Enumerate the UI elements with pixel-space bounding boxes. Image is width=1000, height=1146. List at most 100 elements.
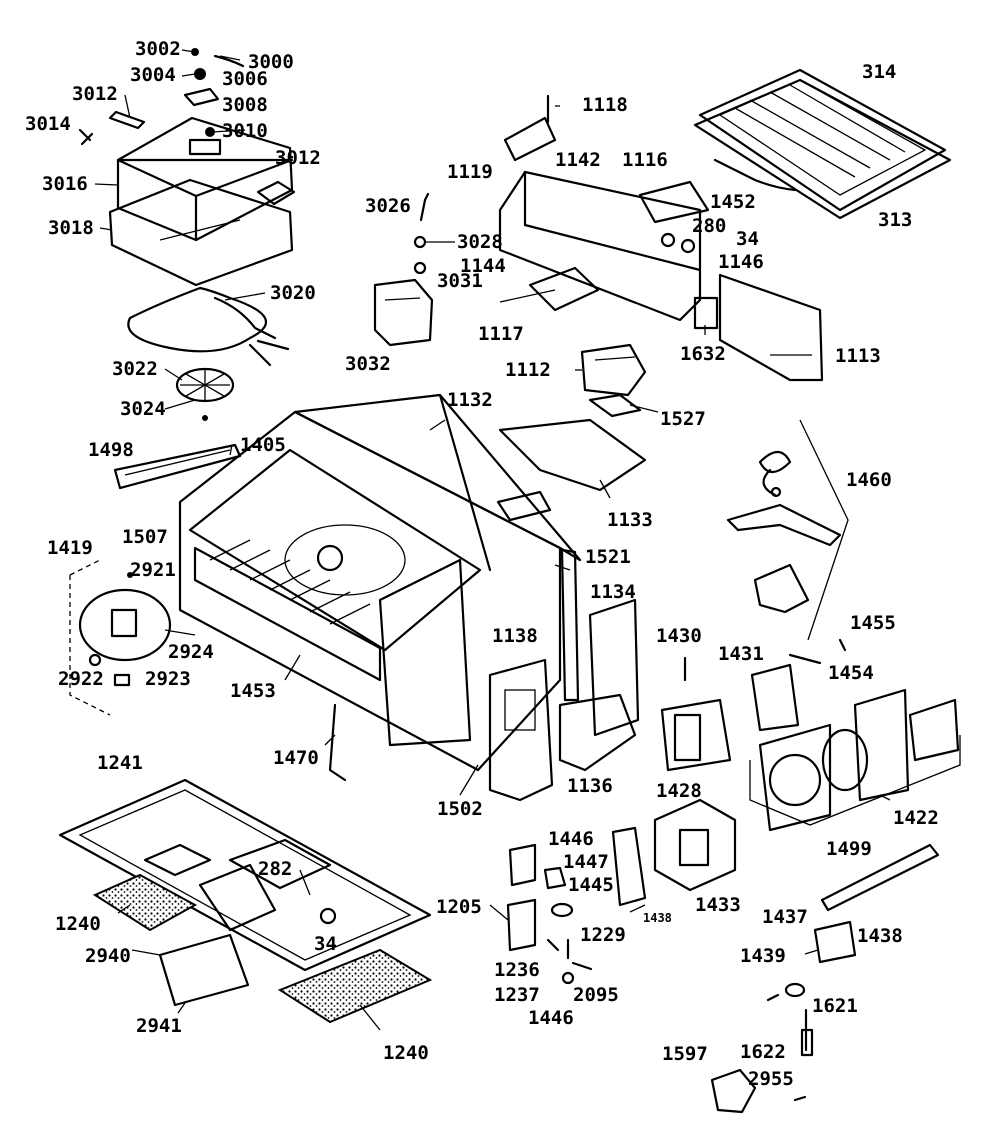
label-2922: 2922 xyxy=(58,668,104,690)
label-3008: 3008 xyxy=(222,94,268,116)
label-2923: 2923 xyxy=(145,668,191,690)
label-1455: 1455 xyxy=(850,612,896,634)
label-1138: 1138 xyxy=(492,625,538,647)
label-3002: 3002 xyxy=(135,38,181,60)
label-34-top: 34 xyxy=(736,228,759,250)
label-1240-left: 1240 xyxy=(55,913,101,935)
label-1521: 1521 xyxy=(585,546,631,568)
label-1470: 1470 xyxy=(273,747,319,769)
label-1428: 1428 xyxy=(656,780,702,802)
label-2095: 2095 xyxy=(573,984,619,1006)
label-1229: 1229 xyxy=(580,924,626,946)
part-labels: 3002 3000 3004 3006 3012 3008 3014 3010 … xyxy=(25,38,939,1090)
label-3010: 3010 xyxy=(222,120,268,142)
label-1437: 1437 xyxy=(762,906,808,928)
label-1460: 1460 xyxy=(846,469,892,491)
label-2921: 2921 xyxy=(130,559,176,581)
label-1116: 1116 xyxy=(622,149,668,171)
label-1119: 1119 xyxy=(447,161,493,183)
label-3031: 3031 xyxy=(437,270,483,292)
label-1452: 1452 xyxy=(710,191,756,213)
label-1527: 1527 xyxy=(660,408,706,430)
label-1144: 1144 xyxy=(460,255,506,277)
label-1438-small: 1438 xyxy=(643,911,672,925)
label-1132: 1132 xyxy=(447,389,493,411)
label-1446-top: 1446 xyxy=(548,828,594,850)
label-3020: 3020 xyxy=(270,282,316,304)
label-3012-side: 3012 xyxy=(275,147,321,169)
label-1502: 1502 xyxy=(437,798,483,820)
blower-assembly xyxy=(749,688,961,832)
label-1419: 1419 xyxy=(47,537,93,559)
label-1430: 1430 xyxy=(656,625,702,647)
label-3024: 3024 xyxy=(120,398,166,420)
heater-element xyxy=(127,286,290,367)
control-bracket-assembly xyxy=(498,170,824,382)
label-3014: 3014 xyxy=(25,113,71,135)
label-1621: 1621 xyxy=(812,995,858,1017)
label-2940: 2940 xyxy=(85,945,131,967)
label-1241: 1241 xyxy=(97,752,143,774)
label-3026: 3026 xyxy=(365,195,411,217)
label-1446-bottom: 1446 xyxy=(528,1007,574,1029)
label-313: 313 xyxy=(878,209,912,231)
label-1133: 1133 xyxy=(607,509,653,531)
base-plate xyxy=(58,778,433,1024)
label-1118: 1118 xyxy=(582,94,628,116)
door-assembly xyxy=(69,559,172,716)
door-latch-parts xyxy=(503,94,557,162)
fan-motor-group xyxy=(726,419,849,641)
label-3032: 3032 xyxy=(345,353,391,375)
label-1134: 1134 xyxy=(590,581,636,603)
label-2941: 2941 xyxy=(136,1015,182,1037)
label-1431: 1431 xyxy=(718,643,764,665)
label-1113: 1113 xyxy=(835,345,881,367)
leader-lines xyxy=(94,49,891,1031)
label-3006: 3006 xyxy=(222,68,268,90)
label-3004: 3004 xyxy=(130,64,176,86)
label-2955: 2955 xyxy=(748,1068,794,1090)
label-1146: 1146 xyxy=(718,251,764,273)
label-1142: 1142 xyxy=(555,149,601,171)
label-2924: 2924 xyxy=(168,641,214,663)
thermal-protector xyxy=(580,343,647,418)
label-1439: 1439 xyxy=(740,945,786,967)
label-3018: 3018 xyxy=(48,217,94,239)
label-3000: 3000 xyxy=(248,51,294,73)
lamp-and-brackets xyxy=(766,843,940,1057)
label-280: 280 xyxy=(692,215,726,237)
label-1405: 1405 xyxy=(240,434,286,456)
oven-cavity xyxy=(113,393,647,772)
label-1453: 1453 xyxy=(230,680,276,702)
door-switch-lever xyxy=(328,703,347,782)
door-switches xyxy=(506,826,647,985)
label-34-bottom: 34 xyxy=(314,933,337,955)
label-1117: 1117 xyxy=(478,323,524,345)
label-3028: 3028 xyxy=(457,231,503,253)
stirrer-motor-bracket xyxy=(373,192,434,347)
label-1433: 1433 xyxy=(695,894,741,916)
label-1622: 1622 xyxy=(740,1041,786,1063)
label-1507: 1507 xyxy=(122,526,168,548)
label-282: 282 xyxy=(258,858,292,880)
label-1499: 1499 xyxy=(826,838,872,860)
label-1205: 1205 xyxy=(436,896,482,918)
waveguide-1498 xyxy=(124,449,231,476)
label-1498: 1498 xyxy=(88,439,134,461)
label-1237: 1237 xyxy=(494,984,540,1006)
label-1447: 1447 xyxy=(563,851,609,873)
stirrer-fan xyxy=(175,367,235,421)
label-1136: 1136 xyxy=(567,775,613,797)
terminal-block xyxy=(710,1068,807,1114)
grease-filter-assembly xyxy=(693,68,952,220)
label-3012-top: 3012 xyxy=(72,83,118,105)
label-3016: 3016 xyxy=(42,173,88,195)
label-1240-bottom: 1240 xyxy=(383,1042,429,1064)
thermostat-parts xyxy=(788,638,847,665)
magnetron-transformer xyxy=(653,656,800,892)
label-1422: 1422 xyxy=(893,807,939,829)
label-1438: 1438 xyxy=(857,925,903,947)
side-panels xyxy=(488,598,640,802)
label-3022: 3022 xyxy=(112,358,158,380)
